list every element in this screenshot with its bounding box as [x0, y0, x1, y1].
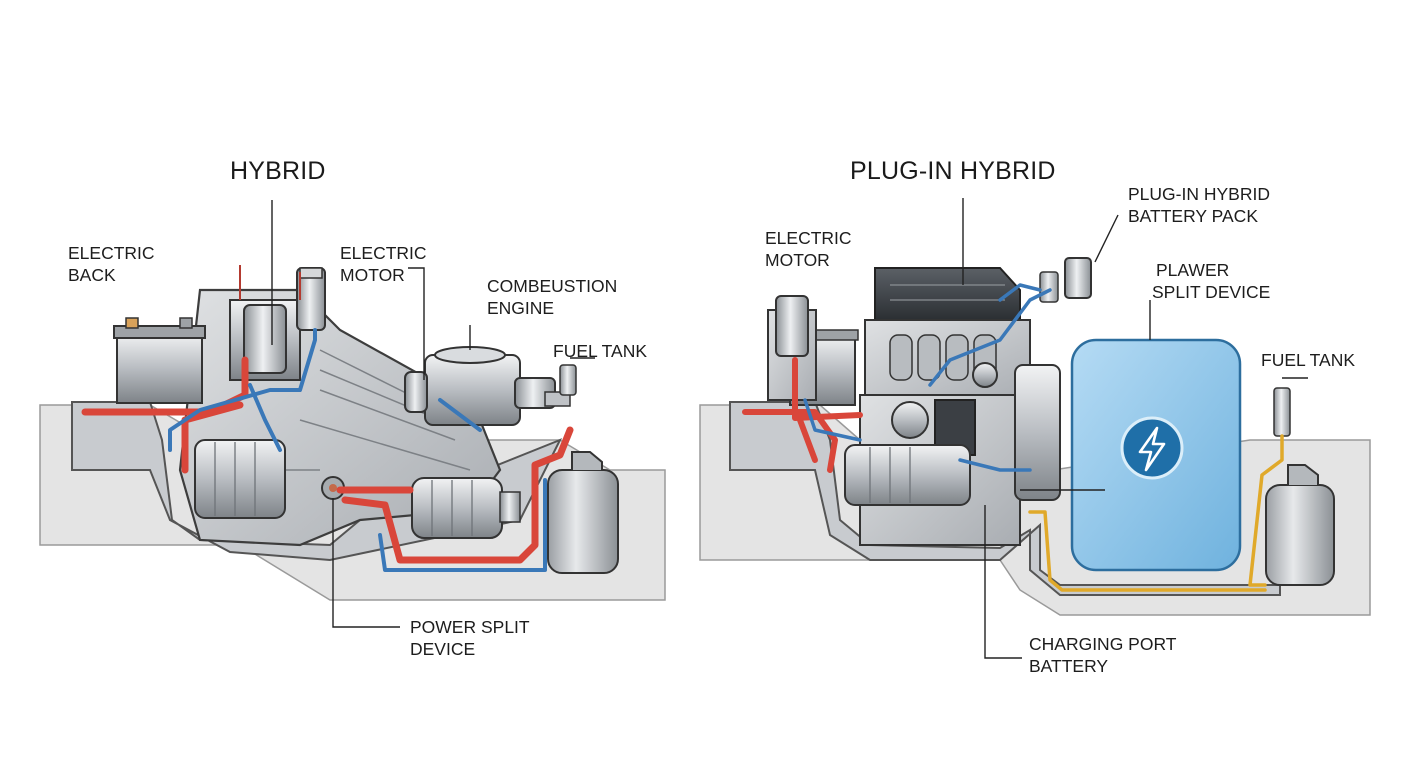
lightning-bolt-icon [1120, 416, 1184, 480]
charging-lines [1028, 434, 1284, 592]
plugin-hybrid-diagram [699, 198, 1371, 659]
label-power-split-device: POWER SPLIT DEVICE [410, 617, 530, 659]
label-charging-port-battery: CHARGING PORT BATTERY [1029, 634, 1177, 676]
plugin-chassis-tray [729, 401, 1281, 596]
hybrid-leader-lines [271, 200, 595, 628]
plugin-electric-motor [767, 295, 817, 401]
coolant-lines [168, 328, 547, 572]
battery-pack-connector [1039, 257, 1092, 303]
hybrid-title: HYBRID [230, 157, 326, 185]
label-combustion-engine: COMBEUSTION ENGINE [487, 276, 618, 318]
lower-motor-left [194, 439, 286, 519]
plugin-coolant-lines [803, 283, 1052, 472]
lower-motor-right [411, 477, 521, 539]
electric-motor-upright [296, 267, 326, 331]
plugin-battery-pack [1070, 338, 1242, 572]
plugin-leader-lines [962, 198, 1308, 659]
label-split-device: PLAWER SPLIT DEVICE [1152, 260, 1271, 302]
label-electric-motor: ELECTRIC MOTOR [340, 243, 427, 285]
plugin-engine-block [844, 267, 1061, 546]
label-plugin-electric-motor: ELECTRIC MOTOR [765, 228, 852, 270]
label-fuel-tank: FUEL TANK [553, 341, 648, 361]
label-plugin-fuel-tank: FUEL TANK [1261, 350, 1356, 370]
battery [113, 317, 206, 404]
plugin-fuel-tank [1265, 387, 1335, 586]
motor-cylinder [243, 304, 287, 374]
plugin-high-voltage-lines [742, 357, 863, 473]
hybrid-diagram [39, 200, 666, 628]
fuel-tank [547, 451, 619, 574]
combustion-engine [404, 346, 577, 426]
plugin-hybrid-title: PLUG-IN HYBRID [850, 157, 1056, 185]
label-battery-pack: PLUG-IN HYBRID BATTERY PACK [1128, 184, 1270, 226]
label-electric-back: ELECTRIC BACK [68, 243, 155, 285]
